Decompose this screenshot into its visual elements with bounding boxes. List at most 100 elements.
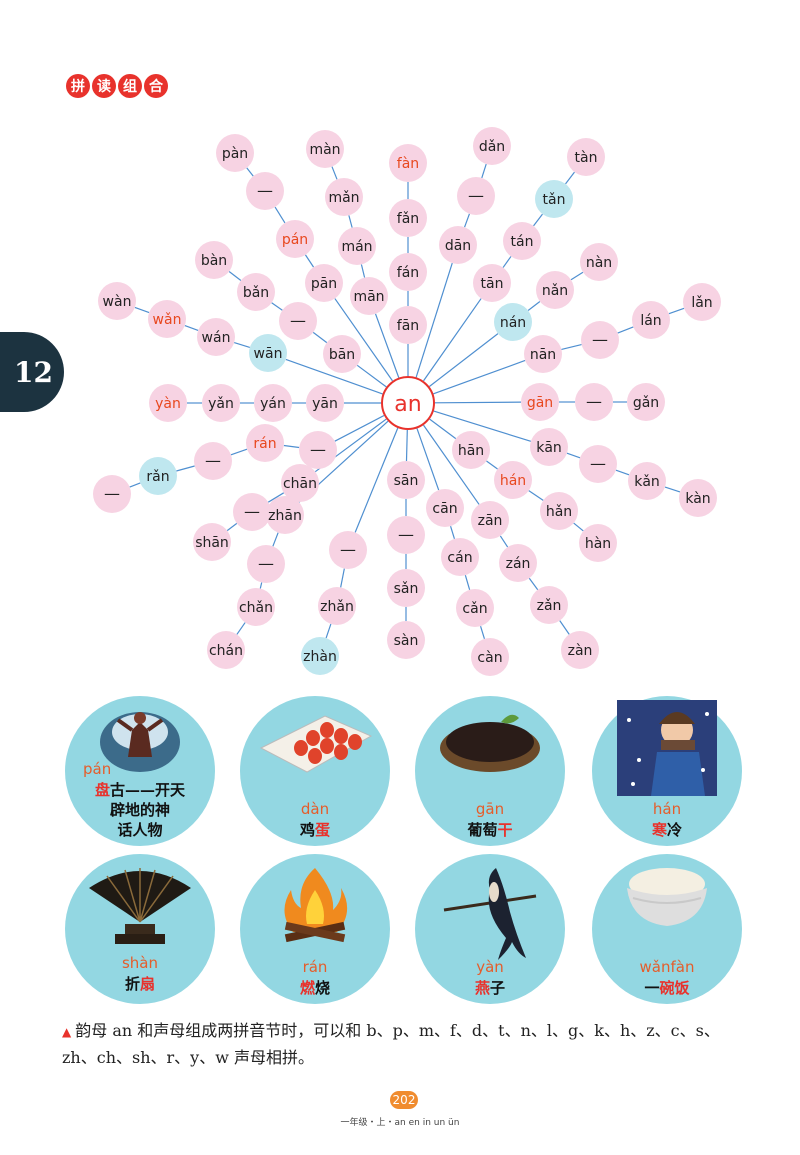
syllable-text: cān: [432, 501, 457, 517]
syllable-bubble: [387, 569, 425, 607]
ray-line: [429, 333, 499, 387]
syllable-bubble: [441, 538, 479, 576]
syllable-text: sān: [394, 473, 419, 489]
ray-line: [415, 262, 453, 378]
syllable-text: sàn: [394, 633, 419, 649]
ray-line: [615, 469, 630, 476]
rule-note: ▲韵母 an 和声母组成两拼音节时，可以和 b、p、m、f、d、t、n、l、g、…: [62, 1018, 752, 1071]
syllable-bubble: [266, 496, 304, 534]
ray-line: [304, 254, 315, 268]
ray-line: [433, 410, 532, 442]
syllable-text: yán: [260, 396, 286, 412]
syllable-bubble: [194, 442, 232, 480]
syllable-bubble: [471, 501, 509, 539]
syllable-bubble: [233, 493, 271, 531]
ray-line: [360, 264, 366, 278]
syllable-text: zǎn: [537, 598, 562, 614]
ray-line: [226, 522, 238, 532]
empty-syllable-dash: —: [244, 502, 260, 521]
syllable-bubble: [439, 226, 477, 264]
syllable-bubble: [579, 445, 617, 483]
syllable-bubble: [305, 264, 343, 302]
syllable-text: fǎn: [397, 211, 419, 227]
ray-line: [565, 171, 575, 185]
ray-line: [233, 342, 251, 348]
ray-line: [416, 428, 440, 491]
syllable-text: gǎn: [633, 395, 659, 411]
syllable-text: fán: [397, 265, 419, 281]
syllable-bubble: [149, 384, 187, 422]
ray-line: [573, 522, 584, 532]
chapter-number: 12: [14, 356, 53, 389]
ray-line: [259, 582, 263, 589]
syllable-bubble: [471, 638, 509, 676]
syllable-bubble: [389, 199, 427, 237]
ray-line: [561, 343, 582, 351]
syllable-bubble: [387, 621, 425, 659]
syllable-bubble: [254, 384, 292, 422]
syllable-text: shān: [195, 535, 229, 551]
syllable-bubble: [306, 384, 344, 422]
ray-line: [668, 307, 685, 315]
syllable-text: wǎn: [153, 312, 182, 328]
ray-line: [285, 358, 383, 395]
ray-line: [283, 444, 300, 449]
syllable-text: wān: [254, 346, 283, 362]
center-final: an: [394, 392, 421, 417]
rice-bowl-icon: [619, 862, 715, 936]
picture-pinyin: rán: [302, 958, 328, 976]
ray-line: [334, 414, 385, 442]
ray-line: [570, 271, 584, 281]
ray-line: [331, 166, 338, 180]
ray-line: [176, 465, 195, 472]
syllable-text: chǎn: [239, 600, 273, 616]
syllable-bubble: [139, 457, 177, 495]
syllable-text: chān: [283, 476, 317, 492]
ray-line: [479, 625, 486, 640]
folding-fan-icon: [85, 866, 195, 952]
caption-text: 鸡: [299, 821, 315, 839]
syllable-bubble: [389, 253, 427, 291]
empty-syllable-dash: —: [290, 311, 306, 330]
fire-icon: [275, 864, 355, 948]
caption-text: 烧: [315, 979, 331, 997]
caption-highlight: 寒: [651, 821, 667, 839]
ray-line: [422, 298, 482, 382]
picture-pinyin: hán: [652, 800, 682, 818]
syllable-bubble: [387, 461, 425, 499]
syllable-bubble: [281, 464, 319, 502]
syllable-bubble: [524, 335, 562, 373]
syllable-bubble: [325, 178, 363, 216]
ray-line: [528, 577, 539, 591]
syllable-bubble: [503, 222, 541, 260]
ray-line: [423, 424, 480, 505]
picture-caption: 燕子: [415, 978, 565, 998]
syllable-bubble: [318, 587, 356, 625]
picture-caption: 葡萄干: [415, 820, 565, 840]
note-text: 韵母 an 和声母组成两拼音节时，可以和 b、p、m、f、d、t、n、l、g、k…: [62, 1021, 720, 1067]
syllable-text: zán: [506, 556, 531, 572]
picture-pinyin: pán: [83, 760, 112, 778]
syllable-bubble: [299, 431, 337, 469]
ray-line: [340, 568, 345, 588]
syllable-text: mān: [353, 289, 384, 305]
syllable-text: kān: [536, 440, 562, 456]
syllable-bubble: [567, 138, 605, 176]
syllable-wheel: —rán—rǎn—chān—shānzhān—chǎnchán—zhǎnzhàn…: [93, 127, 721, 676]
syllable-text: càn: [477, 650, 502, 666]
ray-line: [533, 213, 543, 227]
syllable-bubble: [195, 241, 233, 279]
caption-text: 冷: [667, 821, 683, 839]
syllable-bubble: [246, 424, 284, 462]
syllable-bubble: [202, 384, 240, 422]
ray-line: [481, 163, 487, 179]
syllable-bubble: [627, 383, 665, 421]
syllable-bubble: [581, 321, 619, 359]
syllable-bubble: [246, 172, 284, 210]
syllable-bubble: [276, 220, 314, 258]
picture-caption: 寒冷: [592, 820, 742, 840]
ray-line: [566, 452, 581, 459]
